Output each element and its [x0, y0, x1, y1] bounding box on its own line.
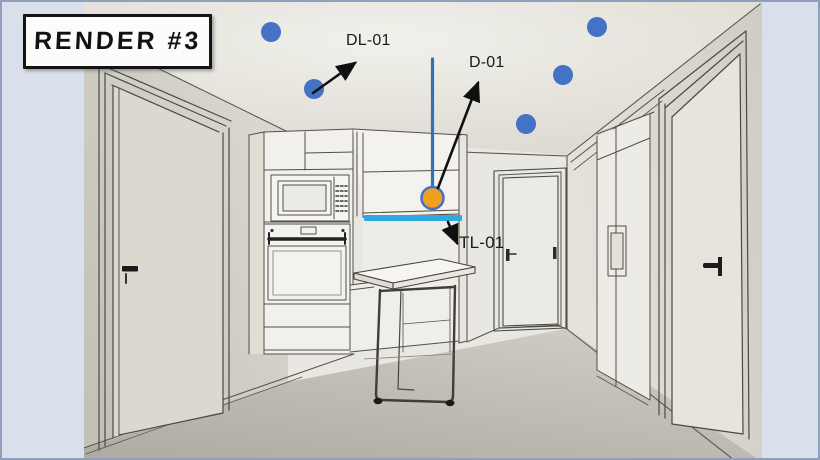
fridge-dispenser	[607, 225, 627, 277]
fridge-cabinet-drawing	[596, 111, 655, 406]
right-door-drawing	[658, 30, 750, 440]
pendant-arrow	[436, 80, 481, 190]
page-title: RENDER #3	[33, 27, 202, 55]
caster-wheel	[373, 397, 383, 405]
task-light-label: TL-01	[459, 233, 505, 252]
lighting-annotations	[261, 17, 607, 246]
kitchen-column-drawing	[248, 128, 354, 355]
downlight-marker	[553, 65, 573, 85]
island-cart-drawing	[353, 258, 476, 407]
downlight-arrow	[311, 61, 358, 95]
microwave-drawing	[270, 174, 350, 222]
pendant-label: D-01	[469, 54, 505, 71]
pendant-marker	[420, 185, 445, 211]
downlight-marker	[516, 114, 536, 134]
task-light-bar	[364, 215, 462, 221]
downlight-marker	[261, 22, 281, 42]
downlight-marker	[587, 17, 607, 37]
back-door-drawing	[493, 167, 567, 332]
left-door-handle	[122, 266, 138, 272]
caster-wheel	[445, 399, 455, 407]
right-door-handle	[718, 257, 722, 276]
left-door-drawing	[98, 63, 232, 451]
downlight-label: DL-01	[346, 32, 391, 49]
oven-drawing	[263, 223, 351, 305]
wall-cabinet-drawing	[349, 128, 468, 353]
downlight-markers	[261, 17, 607, 134]
downlight-marker	[304, 79, 324, 99]
back-door-handle	[506, 249, 510, 261]
task-light-arrow	[441, 220, 459, 246]
title-box: RENDER #3	[23, 14, 212, 69]
